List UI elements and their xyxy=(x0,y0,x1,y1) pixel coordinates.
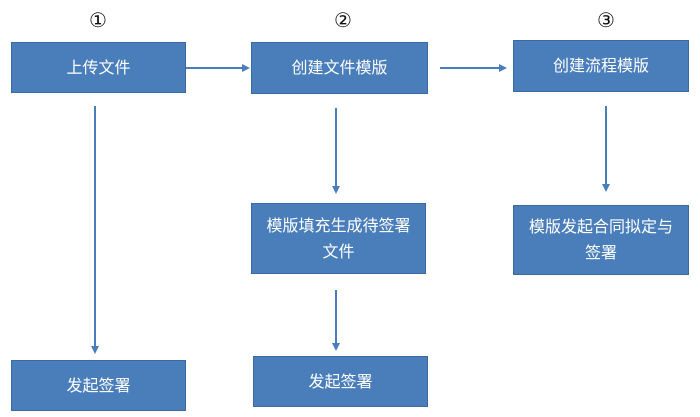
initiate-signing-box-2: 发起签署 xyxy=(253,356,428,407)
initiate-signing-label-2: 发起签署 xyxy=(308,371,373,391)
upload-file-label: 上传文件 xyxy=(66,57,131,77)
create-file-template-label: 创建文件模版 xyxy=(291,58,388,77)
initiate-signing-label-1: 发起签署 xyxy=(66,375,131,395)
upload-file-box: 上传文件 xyxy=(11,42,186,93)
template-fill-generate-box: 模版填充生成待签署文件 xyxy=(251,203,426,274)
step-number-3: ③ xyxy=(597,8,615,32)
initiate-signing-box-1: 发起签署 xyxy=(11,360,186,411)
step-number-2: ② xyxy=(334,8,352,32)
create-process-template-label: 创建流程模版 xyxy=(552,56,649,75)
template-initiate-contract-label: 模版发起合同拟定与签署 xyxy=(528,217,673,262)
create-file-template-box: 创建文件模版 xyxy=(251,42,428,94)
template-fill-generate-label: 模版填充生成待签署文件 xyxy=(266,215,411,261)
template-initiate-contract-box: 模版发起合同拟定与签署 xyxy=(513,205,689,275)
step-number-1: ① xyxy=(89,8,107,32)
create-process-template-box: 创建流程模版 xyxy=(513,40,689,92)
